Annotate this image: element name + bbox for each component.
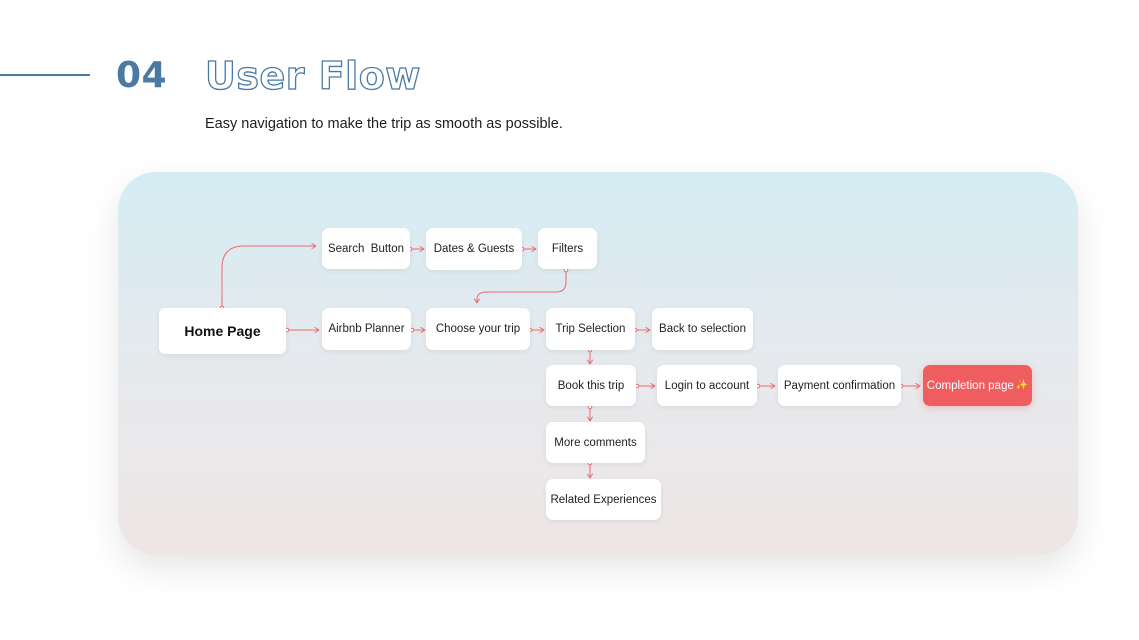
- node-home-page: Home Page: [159, 308, 286, 354]
- node-search-button: Search Button: [322, 228, 410, 269]
- node-label: Home Page: [184, 323, 261, 339]
- node-label: Related Experiences: [550, 493, 657, 506]
- node-label: Search Button: [327, 242, 405, 255]
- node-airbnb-planner: Airbnb Planner: [322, 308, 411, 350]
- node-back-to-selection: Back to selection: [652, 308, 753, 350]
- node-label: Book this trip: [557, 379, 625, 392]
- node-related-experiences: Related Experiences: [546, 479, 661, 520]
- section-number: 04: [116, 55, 168, 96]
- node-label: Back to selection: [659, 323, 746, 335]
- node-label: Airbnb Planner: [328, 323, 405, 335]
- header-accent-line: [0, 74, 90, 76]
- node-label: Dates & Guests: [433, 243, 515, 255]
- node-completion-page: Completion page ✨: [923, 365, 1032, 406]
- page-title: User Flow: [204, 53, 421, 98]
- node-trip-selection: Trip Selection: [546, 308, 635, 350]
- node-label: Login to account: [664, 379, 750, 392]
- page-subtitle: Easy navigation to make the trip as smoo…: [205, 116, 563, 132]
- node-book-this-trip: Book this trip: [546, 365, 636, 406]
- node-label: Filters: [551, 242, 584, 255]
- node-label: Completion page: [926, 379, 1014, 392]
- node-filters: Filters: [538, 228, 597, 269]
- node-label: Payment confirmation: [783, 379, 896, 392]
- node-login-to-account: Login to account: [657, 365, 757, 406]
- node-label: More comments: [554, 436, 637, 449]
- node-label: Trip Selection: [555, 323, 626, 335]
- node-label: Choose your trip: [435, 323, 521, 335]
- node-choose-your-trip: Choose your trip: [426, 308, 530, 350]
- sparkle-icon: ✨: [1015, 380, 1029, 391]
- node-payment-confirmation: Payment confirmation: [778, 365, 901, 406]
- node-dates-guests: Dates & Guests: [426, 228, 522, 270]
- node-more-comments: More comments: [546, 422, 645, 463]
